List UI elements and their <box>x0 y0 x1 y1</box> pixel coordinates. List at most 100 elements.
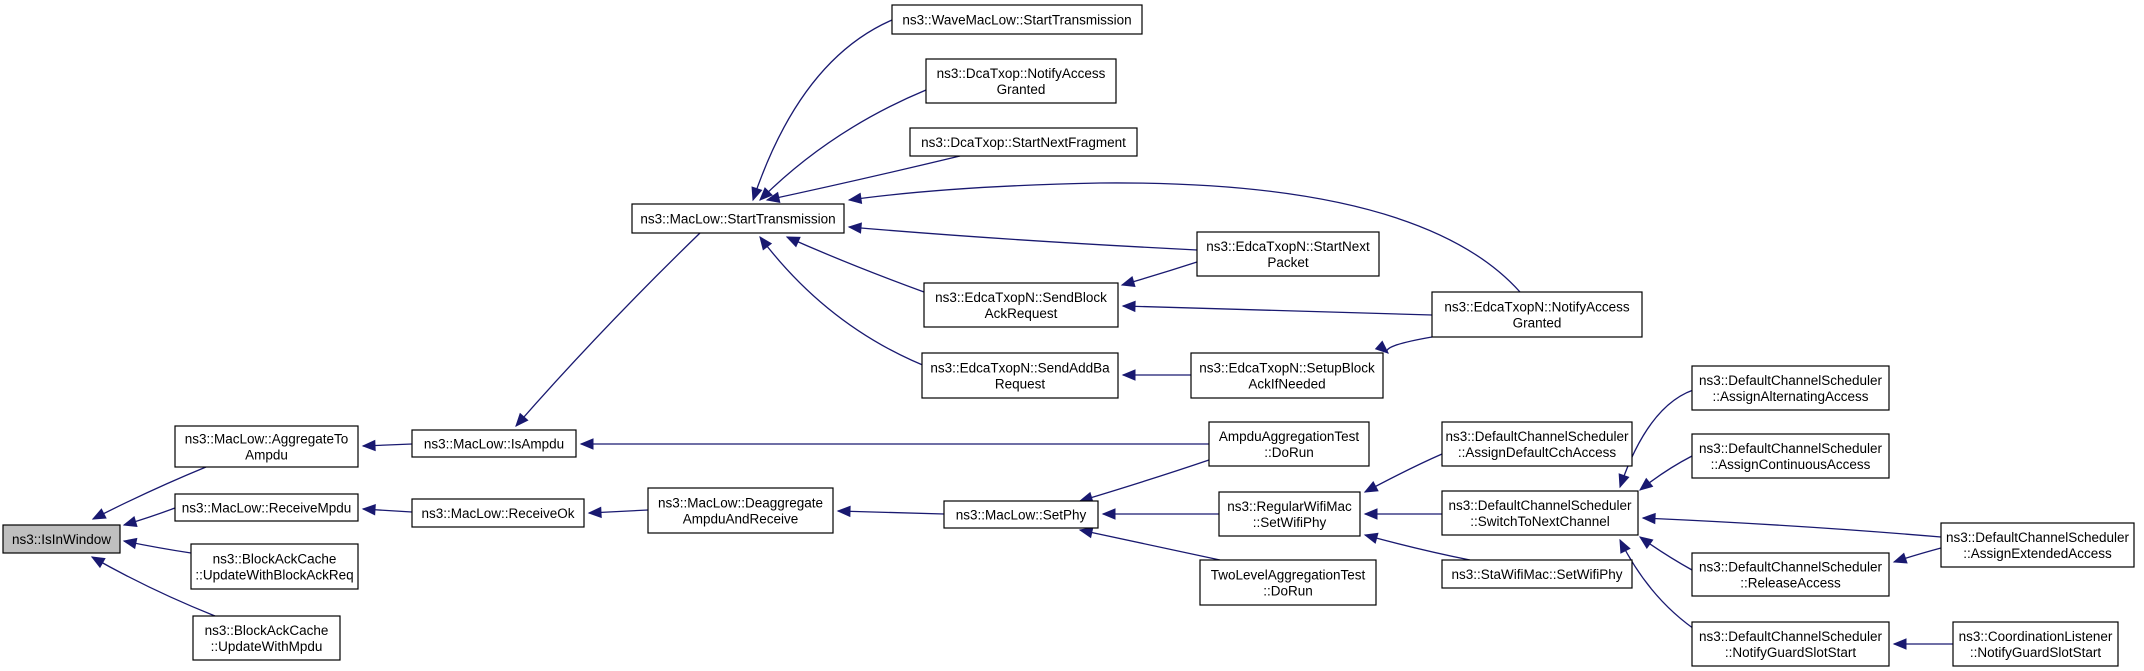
node-box[interactable] <box>1199 559 1377 606</box>
node-box[interactable] <box>909 127 1138 157</box>
node-box[interactable] <box>1441 559 1633 589</box>
node-label: ns3::CoordinationListener <box>1959 629 2113 644</box>
edge-isampdu-to-aggregatetoampdu <box>361 439 413 452</box>
node-regularsetwifiphy[interactable]: ns3::RegularWifiMac::SetWifiPhy <box>1218 491 1361 537</box>
node-label: ns3::WaveMacLow::StartTransmission <box>902 13 1131 28</box>
node-box[interactable] <box>192 615 341 661</box>
arrowhead <box>1363 532 1379 544</box>
edge-line <box>1122 305 1433 316</box>
node-box[interactable] <box>1190 352 1384 399</box>
node-updatewithblockackreq[interactable]: ns3::BlockAckCache::UpdateWithBlockAckRe… <box>190 543 359 590</box>
node-box[interactable] <box>190 543 359 590</box>
node-updatewithmpdu[interactable]: ns3::BlockAckCache::UpdateWithMpdu <box>192 615 341 661</box>
node-label: ::ReleaseAccess <box>1740 576 1841 591</box>
arrowhead <box>847 222 862 234</box>
node-label: ns3::BlockAckCache <box>205 623 329 638</box>
edge-line <box>786 236 925 293</box>
node-receiveok[interactable]: ns3::MacLow::ReceiveOk <box>411 498 585 528</box>
node-box[interactable] <box>2 524 121 554</box>
node-switchtonextchannel[interactable]: ns3::DefaultChannelScheduler::SwitchToNe… <box>1441 490 1639 536</box>
arrowhead <box>1363 508 1378 520</box>
edge-assigncontinuous-to-switchtonextchannel <box>1638 455 1693 491</box>
node-label: ::DoRun <box>1264 445 1314 460</box>
node-isinwindow[interactable]: ns3::IsInWindow <box>2 524 121 554</box>
node-releaseaccess[interactable]: ns3::DefaultChannelScheduler::ReleaseAcc… <box>1691 552 1890 597</box>
arrowhead <box>836 505 851 518</box>
node-box[interactable] <box>1691 552 1890 597</box>
edge-line <box>1386 336 1433 354</box>
node-box[interactable] <box>1940 522 2135 568</box>
node-box[interactable] <box>923 282 1119 328</box>
node-label: ns3::StaWifiMac::SetWifiPhy <box>1451 567 1622 582</box>
node-notifyguardslotstart[interactable]: ns3::DefaultChannelScheduler::NotifyGuar… <box>1691 621 1890 667</box>
edge-line <box>1079 529 1221 561</box>
arrowhead <box>122 515 138 528</box>
node-box[interactable] <box>1952 621 2119 667</box>
node-twoleveltest[interactable]: TwoLevelAggregationTest::DoRun <box>1199 559 1377 606</box>
node-label: ::AssignAlternatingAccess <box>1712 389 1868 404</box>
node-assignextended[interactable]: ns3::DefaultChannelScheduler::AssignExte… <box>1940 522 2135 568</box>
node-starttransmission[interactable]: ns3::MacLow::StartTransmission <box>631 203 845 234</box>
node-label: ::NotifyGuardSlotStart <box>1970 645 2102 660</box>
node-box[interactable] <box>647 487 834 534</box>
node-label: ::SetWifiPhy <box>1253 515 1327 530</box>
node-assigncontinuous[interactable]: ns3::DefaultChannelScheduler::AssignCont… <box>1691 433 1890 479</box>
arrowhead <box>361 439 376 452</box>
node-label: AckIfNeeded <box>1248 377 1325 392</box>
arrowhead <box>1120 276 1136 288</box>
node-ampdutest[interactable]: AmpduAggregationTest::DoRun <box>1208 421 1370 467</box>
node-box[interactable] <box>891 4 1143 35</box>
node-box[interactable] <box>1691 621 1890 667</box>
node-wavestarttransmission[interactable]: ns3::WaveMacLow::StartTransmission <box>891 4 1143 35</box>
node-box[interactable] <box>1441 490 1639 536</box>
node-box[interactable] <box>943 500 1099 529</box>
arrowhead <box>759 235 773 251</box>
node-box[interactable] <box>174 493 359 522</box>
node-box[interactable] <box>411 429 577 458</box>
node-receivempdu[interactable]: ns3::MacLow::ReceiveMpdu <box>174 493 359 522</box>
node-box[interactable] <box>921 352 1119 399</box>
node-setphy[interactable]: ns3::MacLow::SetPhy <box>943 500 1099 529</box>
node-box[interactable] <box>1691 365 1890 411</box>
node-box[interactable] <box>1691 433 1890 479</box>
node-box[interactable] <box>1431 291 1643 338</box>
node-box[interactable] <box>1441 421 1633 467</box>
node-assignalternating[interactable]: ns3::DefaultChannelScheduler::AssignAlte… <box>1691 365 1890 411</box>
edge-line <box>752 19 893 201</box>
node-box[interactable] <box>411 498 585 528</box>
node-label: AckRequest <box>985 306 1058 321</box>
edge-sendaddbarequest-to-starttransmission <box>759 235 936 371</box>
node-box[interactable] <box>1196 231 1380 277</box>
edge-line <box>848 226 1198 251</box>
edge-dcastartnextfragment-to-starttransmission <box>765 155 961 203</box>
node-box[interactable] <box>1208 421 1370 467</box>
arrowhead <box>1892 552 1908 564</box>
edge-line <box>1619 539 1701 634</box>
node-assigndefaultcch[interactable]: ns3::DefaultChannelScheduler::AssignDefa… <box>1441 421 1633 467</box>
node-box[interactable] <box>631 203 845 234</box>
node-label: ns3::DcaTxop::NotifyAccess <box>937 66 1106 81</box>
arrowhead <box>1641 512 1656 525</box>
edge-updatewithblockackreq-to-isinwindow <box>122 537 192 554</box>
node-box[interactable] <box>1218 491 1361 537</box>
node-box[interactable] <box>174 425 359 468</box>
arrowhead <box>765 191 781 203</box>
node-box[interactable] <box>925 58 1117 104</box>
node-dcastartnextfragment[interactable]: ns3::DcaTxop::StartNextFragment <box>909 127 1138 157</box>
nodes-layer: ns3::IsInWindow ns3::MacLow::AggregateToA… <box>2 4 2135 667</box>
node-coordinationlistener[interactable]: ns3::CoordinationListener::NotifyGuardSl… <box>1952 621 2119 667</box>
arrowhead <box>1121 369 1136 381</box>
node-stasetwifiphy[interactable]: ns3::StaWifiMac::SetWifiPhy <box>1441 559 1633 589</box>
node-label: ::AssignContinuousAccess <box>1711 457 1871 472</box>
node-isampdu[interactable]: ns3::MacLow::IsAmpdu <box>411 429 577 458</box>
edge-sendblockackrequest-to-starttransmission <box>785 236 925 293</box>
